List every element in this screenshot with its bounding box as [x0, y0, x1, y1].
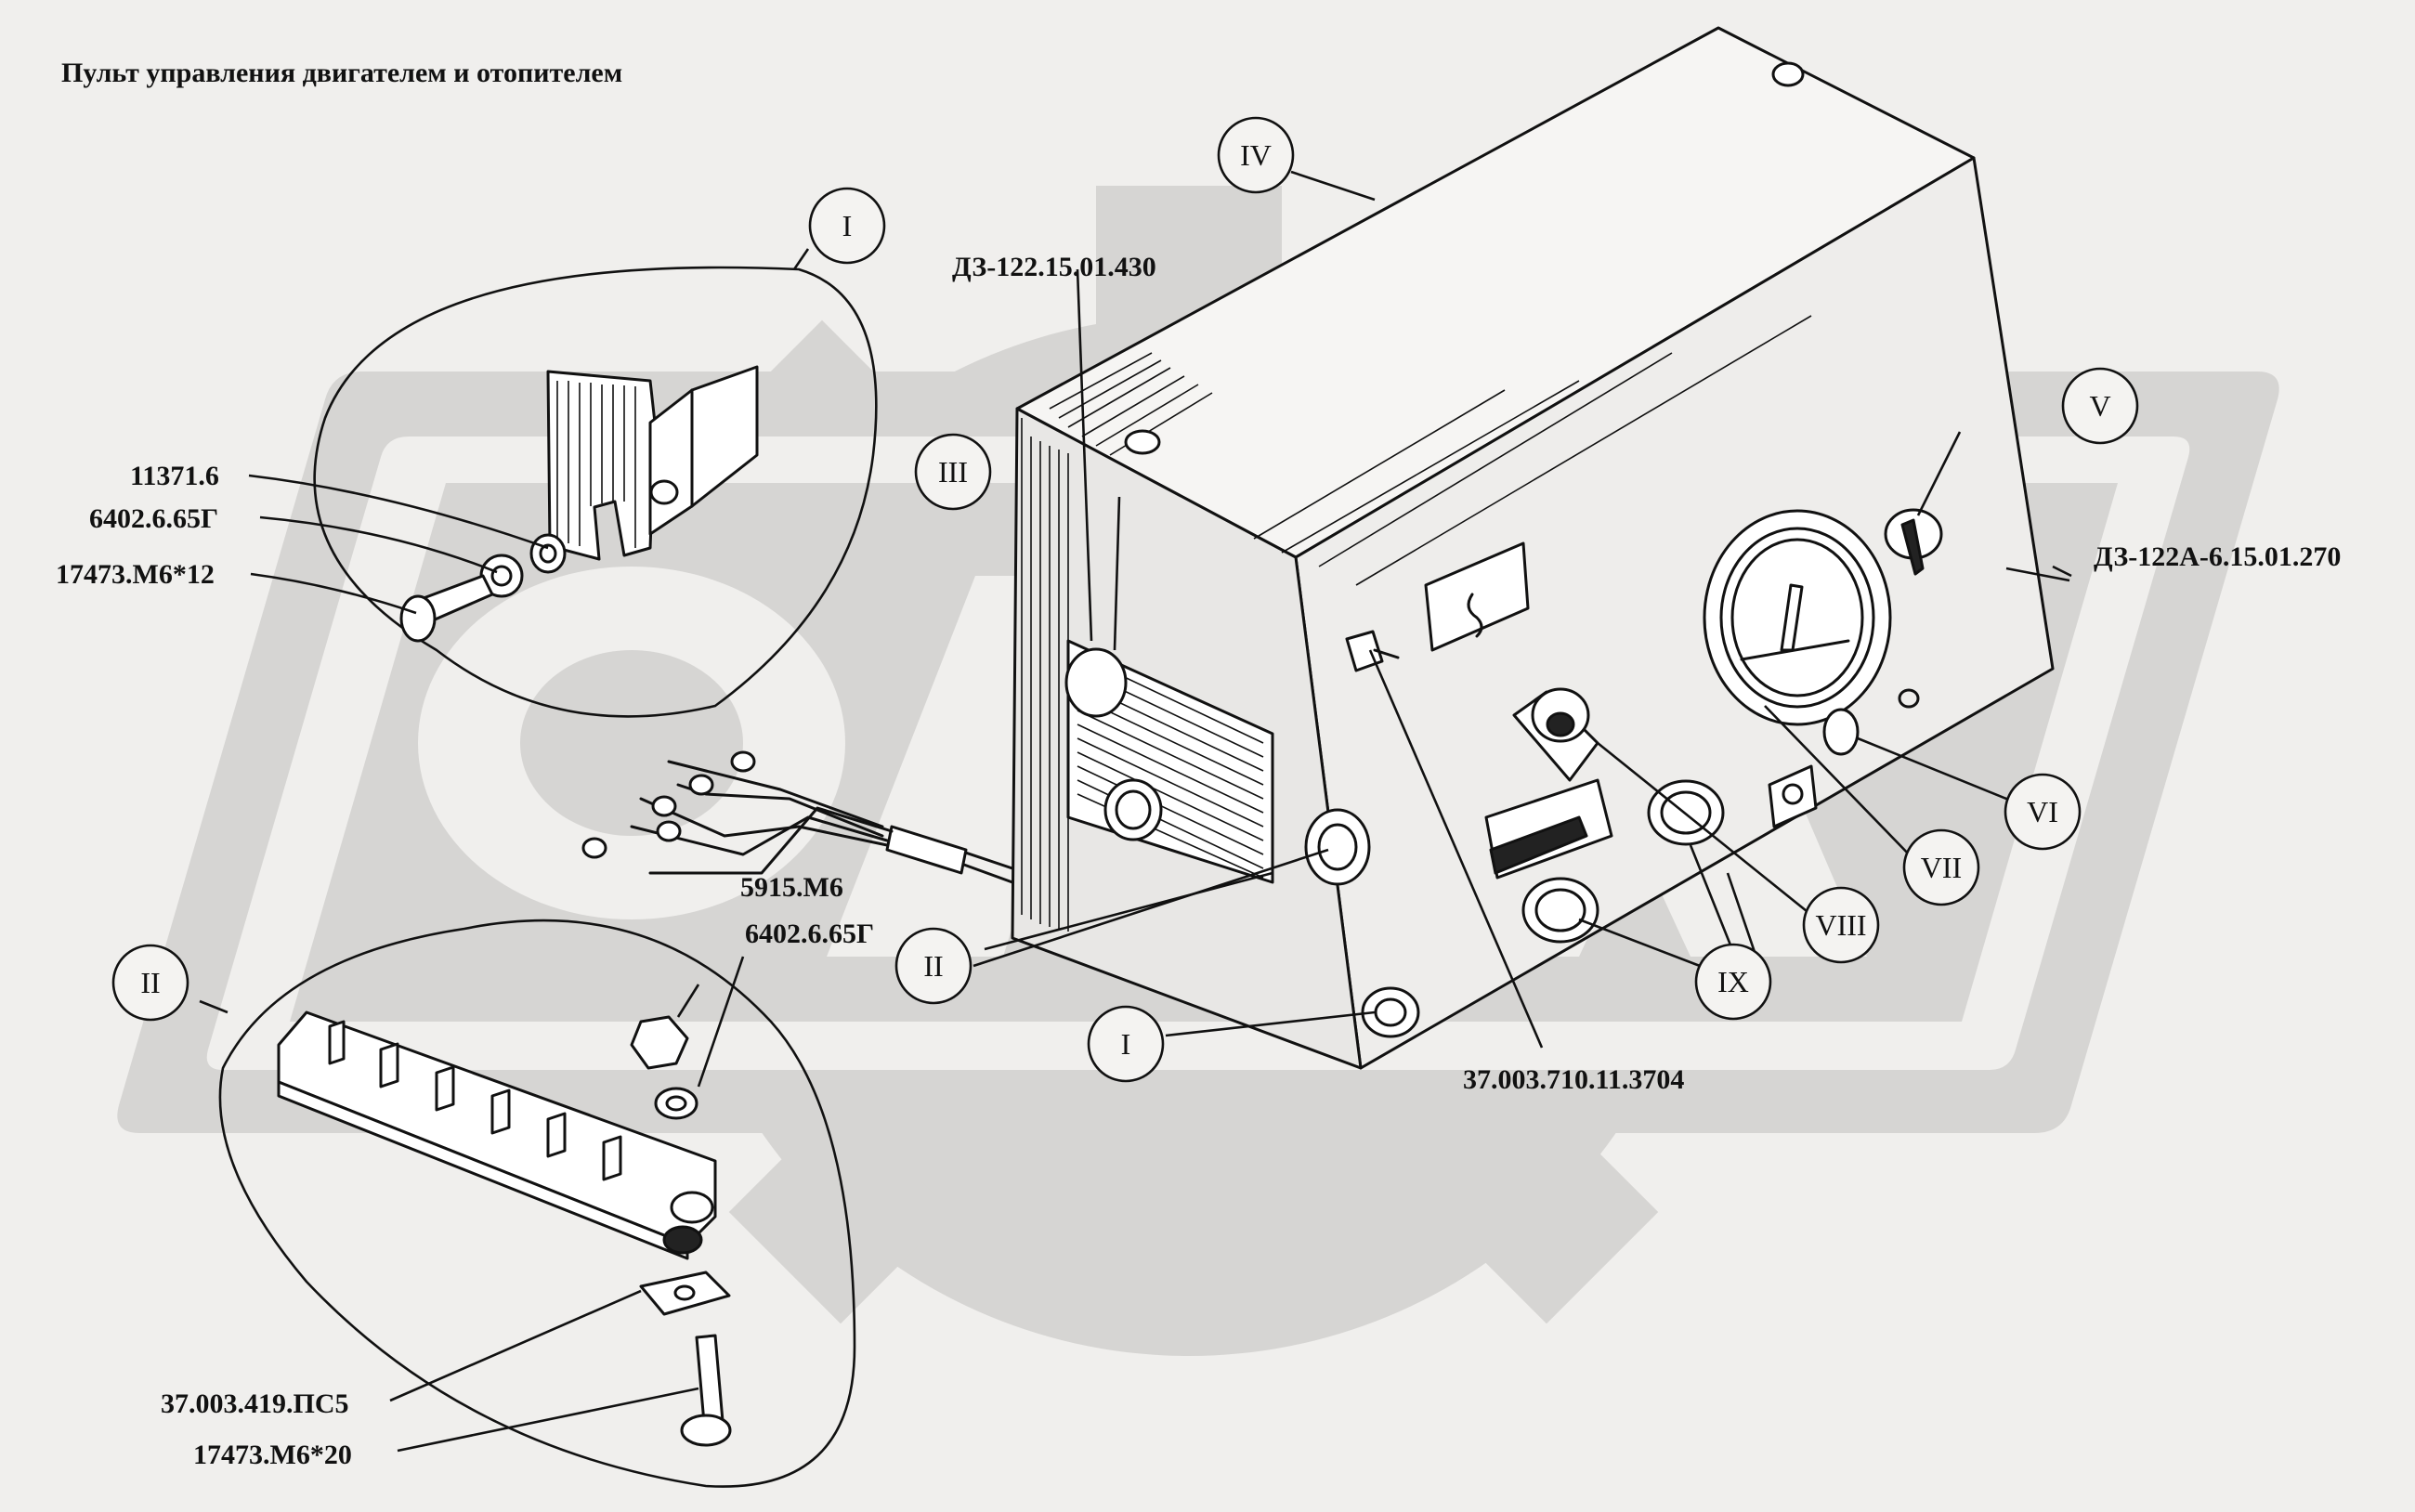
diagram-title: Пульт управления двигателем и отопителем: [61, 58, 622, 88]
callout-iv: IV: [1217, 116, 1295, 194]
part-label-6402-bottom: 6402.6.65Г: [745, 919, 874, 949]
indicator-lamp-vi: [1822, 688, 1920, 756]
callout-v: V: [2061, 367, 2139, 445]
callout-ii-left: II: [111, 944, 189, 1022]
svg-text:III: III: [938, 455, 968, 489]
toggle-switch-v: [1884, 508, 1943, 576]
control-lever-viii: [1484, 687, 1613, 880]
part-label-6402-top: 6402.6.65Г: [89, 503, 218, 534]
top-mounting-hole: [1771, 61, 1805, 87]
svg-text:IX: IX: [1717, 965, 1749, 998]
svg-text:VIII: VIII: [1815, 908, 1866, 942]
callout-viii: VIII: [1802, 886, 1880, 964]
callout-vi: VI: [2004, 773, 2082, 851]
svg-text:I: I: [1121, 1027, 1131, 1061]
svg-text:IV: IV: [1240, 138, 1272, 172]
front-switch-block-iii: [1064, 639, 1420, 1038]
svg-text:II: II: [923, 949, 943, 983]
detail-ii-balloon: [218, 919, 856, 1488]
svg-text:II: II: [140, 966, 160, 999]
cable-harness: [581, 750, 1014, 884]
top-face-shading: [1049, 315, 1812, 586]
callout-iii: III: [914, 433, 992, 511]
gauge-indicator: [1703, 509, 1892, 726]
part-label-dz-270: ДЗ-122А-6.15.01.270: [2094, 541, 2341, 572]
part-label-5915: 5915.М6: [740, 872, 843, 903]
part-label-dz-430: ДЗ-122.15.01.430: [952, 252, 1156, 282]
callout-ii-front: II: [894, 927, 973, 1005]
callout-ix: IX: [1694, 943, 1772, 1021]
part-label-37-pc5: 37.003.419.ПС5: [161, 1388, 349, 1419]
warning-lamp: [1424, 541, 1530, 652]
part-label-37-3704: 37.003.710.11.3704: [1463, 1064, 1684, 1095]
callout-i-bottom: I: [1087, 1005, 1165, 1083]
svg-text:VII: VII: [1921, 851, 1962, 884]
callout-vii: VII: [1902, 828, 1980, 906]
svg-text:V: V: [2089, 389, 2110, 423]
part-label-11371: 11371.6: [130, 461, 219, 491]
detail-i-balloon: [313, 266, 878, 718]
part-label-17473-m6x12: 17473.М6*12: [56, 559, 215, 590]
leader-lines: [199, 170, 2072, 1453]
svg-text:VI: VI: [2027, 795, 2058, 828]
top-front-hole: [1124, 429, 1161, 455]
part-label-17473-m6x20: 17473.М6*20: [193, 1440, 352, 1470]
svg-text:I: I: [842, 209, 853, 242]
callout-circles: I IV III V VI VII VIII IX: [111, 116, 2139, 1083]
panel-bolt: [1345, 630, 1400, 672]
callout-i-top: I: [808, 187, 886, 265]
part-number-labels: 11371.6 6402.6.65Г 17473.М6*12 ДЗ-122.15…: [56, 252, 2341, 1470]
